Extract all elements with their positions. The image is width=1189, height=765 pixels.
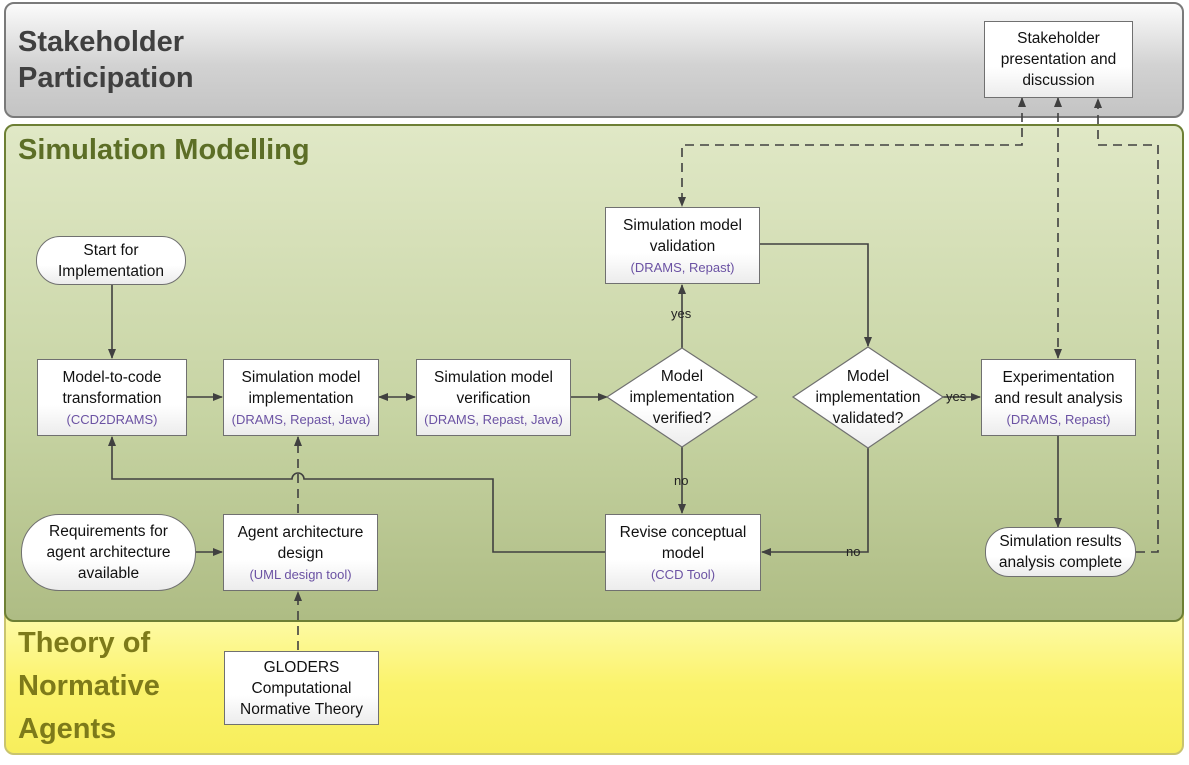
- edge-diamond2-no-revise: [761, 448, 869, 556]
- label-yes-validated: yes: [946, 389, 967, 404]
- label-no-verified: no: [674, 473, 689, 488]
- edge-stake-validation-dashed: [678, 97, 1026, 207]
- decision-validated-shape: [791, 346, 945, 449]
- simulation-lane-title: Simulation Modelling: [18, 134, 310, 166]
- decision-verified-shape: [605, 347, 759, 448]
- edge-validation-to-diamond2: [760, 243, 872, 347]
- edge-complete-to-stake-dashed: [1094, 98, 1159, 553]
- label-yes-verified: yes: [671, 306, 692, 321]
- theory-normative-agents-lane: [4, 600, 1184, 755]
- edge-revise-to-m2c: [108, 436, 605, 553]
- label-no-validated: no: [846, 544, 861, 559]
